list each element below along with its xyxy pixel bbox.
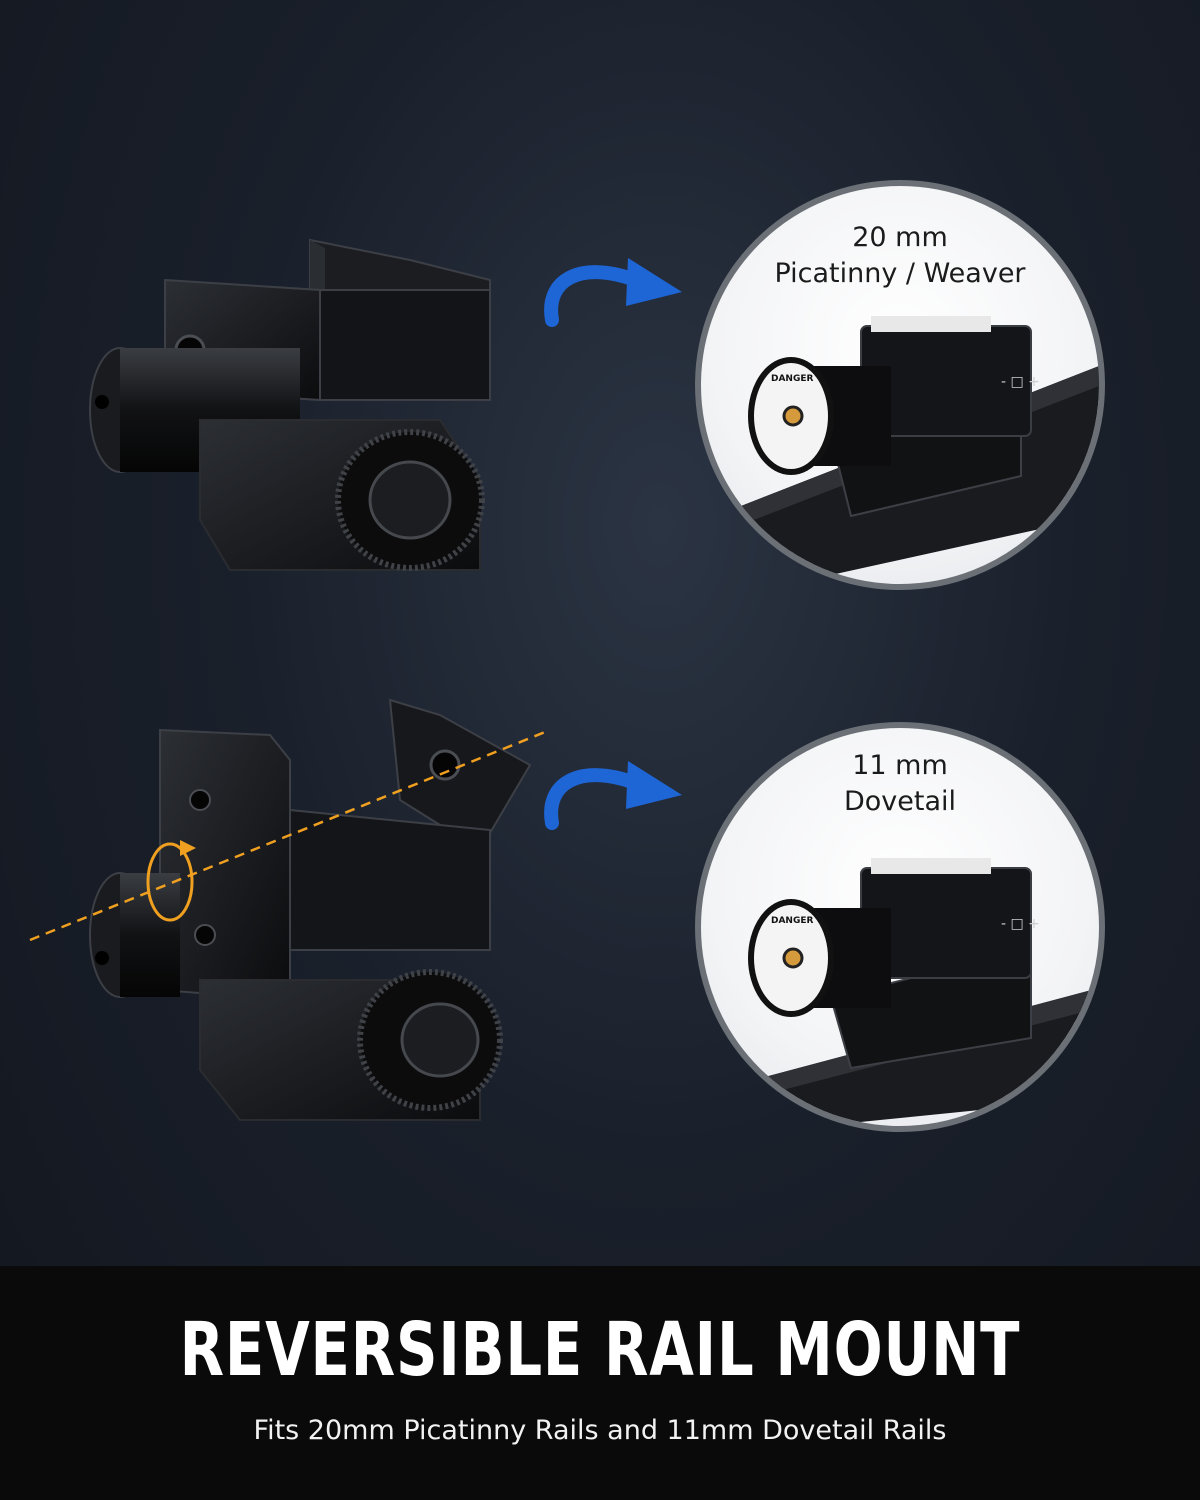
laser-sight-reversible [29, 698, 550, 1121]
mounted-laser-picatinny: - □ + DANGER [741, 316, 1099, 584]
callout-size: 20 mm [852, 222, 948, 253]
rotate-arrow-icon [146, 840, 196, 922]
callout-rail-type: Dovetail [843, 786, 957, 817]
adjust-marking: - □ + [1001, 374, 1040, 390]
laser-sight-picatinny [89, 238, 491, 571]
danger-label: DANGER [771, 374, 814, 384]
curved-arrow-icon [544, 258, 682, 327]
curved-arrow-icon [544, 761, 682, 830]
subheadline: Fits 20mm Picatinny Rails and 11mm Dovet… [253, 1415, 947, 1446]
callout-size: 11 mm [852, 750, 948, 781]
headline: REVERSIBLE RAIL MOUNT [179, 1307, 1021, 1393]
danger-label: DANGER [771, 916, 814, 926]
adjust-marking: - □ + [1001, 916, 1040, 932]
caption-panel [0, 1266, 1200, 1500]
callout-rail-type: Picatinny / Weaver [774, 258, 1026, 289]
dovetail-callout: 11 mm Dovetail - □ + DANGER [695, 722, 1105, 1132]
picatinny-callout: 20 mm Picatinny / Weaver - □ + DANGER [695, 180, 1105, 590]
mounted-laser-dovetail: - □ + DANGER [748, 858, 1099, 1126]
